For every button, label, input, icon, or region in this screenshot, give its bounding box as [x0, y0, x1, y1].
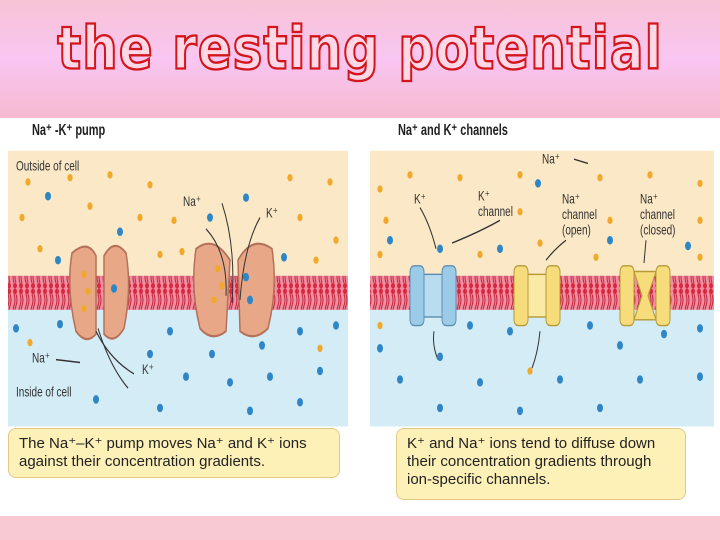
outside-fluid-right — [370, 150, 714, 276]
left-inside-ions — [13, 319, 339, 416]
pump-caption-line-1: The Na⁺–K⁺ pump moves Na⁺ and K⁺ ions — [19, 435, 307, 452]
title-banner: the resting potential — [0, 0, 720, 118]
pump-bound-ions — [81, 264, 253, 313]
na-open-label-2: channel — [562, 206, 597, 222]
ion-flow-arrows — [55, 202, 261, 389]
na-label-outside: Na⁺ — [183, 193, 201, 209]
membrane-bilayer — [8, 275, 348, 310]
na-closed-label-3: (closed) — [640, 222, 675, 238]
na-top-pointer — [573, 158, 589, 165]
right-panel: Na⁺ and K⁺ channels Na⁺ K⁺ K⁺ channel Na… — [370, 121, 714, 427]
inside-fluid-right — [370, 309, 714, 427]
na-open-label-3: (open) — [562, 222, 591, 238]
k-channel-label-2: channel — [478, 203, 513, 219]
pump-caption: The Na⁺–K⁺ pump moves Na⁺ and K⁺ ions ag… — [8, 428, 340, 478]
pump-protein-open-right — [237, 242, 275, 338]
left-outside-ions — [19, 171, 339, 265]
left-panel: Na⁺ -K⁺ pump Outside of cell Inside of c… — [8, 121, 348, 427]
na-closed-label-2: channel — [640, 206, 675, 222]
k-label-right: K⁺ — [414, 191, 426, 207]
inside-label: Inside of cell — [16, 384, 71, 400]
footer-band — [0, 516, 720, 540]
channels-caption: K⁺ and Na⁺ ions tend to diffuse down the… — [396, 428, 686, 500]
channels-caption-line-3: ion-specific channels. — [407, 471, 551, 488]
na-channel-closed — [619, 265, 671, 327]
k-channel — [409, 265, 457, 327]
na-channel-open — [513, 265, 561, 327]
inside-fluid — [8, 309, 348, 427]
channels-heading: Na⁺ and K⁺ channels — [398, 121, 508, 138]
pump-protein-right-half — [103, 244, 130, 340]
slide-title: the resting potential — [56, 13, 663, 84]
k-label-outside: K⁺ — [266, 205, 278, 221]
outside-label: Outside of cell — [16, 158, 79, 174]
right-outside-ions — [377, 171, 703, 261]
k-label-inside: K⁺ — [142, 361, 154, 377]
na-label-inside: Na⁺ — [32, 350, 50, 366]
pump-protein-left-half — [69, 245, 97, 341]
pump-protein-open-left — [193, 242, 231, 338]
outside-fluid — [8, 150, 348, 276]
channels-caption-line-1: K⁺ and Na⁺ ions tend to diffuse down — [407, 435, 656, 452]
right-inside-ions — [377, 321, 703, 416]
na-label-top-right: Na⁺ — [542, 151, 560, 167]
na-open-label-1: Na⁺ — [562, 191, 580, 207]
pump-heading: Na⁺ -K⁺ pump — [32, 121, 105, 138]
membrane-figure: Na⁺ -K⁺ pump Outside of cell Inside of c… — [8, 121, 714, 427]
na-closed-label-1: Na⁺ — [640, 191, 658, 207]
k-channel-label-1: K⁺ — [478, 188, 490, 204]
pump-caption-line-2: against their concentration gradients. — [19, 453, 265, 470]
channels-caption-line-2: their concentration gradients through — [407, 453, 652, 470]
